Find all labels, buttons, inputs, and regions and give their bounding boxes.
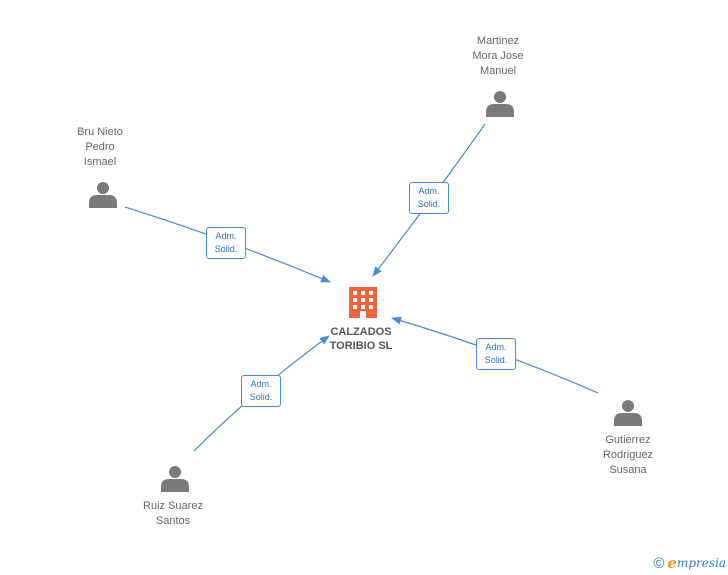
name-line: Rodriguez bbox=[602, 449, 654, 461]
brand-logo-text: mpresia bbox=[676, 556, 726, 570]
person-icon[interactable] bbox=[161, 466, 189, 492]
person-label-bru[interactable]: Bru Nieto Pedro Ismael bbox=[45, 125, 155, 170]
role-line: Adm. bbox=[215, 231, 237, 241]
company-name-line2: TORIBIO SL bbox=[329, 340, 393, 352]
role-badge-bru: Adm. Solid. bbox=[206, 227, 246, 259]
person-icon[interactable] bbox=[486, 91, 514, 117]
name-line: Ruiz Suarez bbox=[143, 500, 203, 512]
building-icon[interactable] bbox=[349, 287, 377, 318]
name-line: Susana bbox=[609, 464, 647, 476]
name-line: Ismael bbox=[83, 156, 117, 168]
person-icon[interactable] bbox=[89, 182, 117, 208]
person-label-gutierrez[interactable]: Gutierrez Rodriguez Susana bbox=[573, 433, 683, 478]
name-line: Santos bbox=[155, 515, 191, 527]
person-label-martinez[interactable]: Martinez Mora Jose Manuel bbox=[443, 34, 553, 79]
name-line: Gutierrez bbox=[605, 434, 651, 446]
role-line: Solid. bbox=[214, 244, 238, 254]
copyright-symbol: © bbox=[653, 554, 665, 572]
role-badge-gutierrez: Adm. Solid. bbox=[476, 338, 516, 370]
name-line: Martinez bbox=[476, 35, 520, 47]
role-line: Adm. bbox=[485, 342, 507, 352]
person-icon[interactable] bbox=[614, 400, 642, 426]
company-name-line1: CALZADOS bbox=[330, 326, 392, 338]
company-label[interactable]: CALZADOS TORIBIO SL bbox=[306, 325, 416, 353]
footer-brand[interactable]: © e mpresia bbox=[653, 554, 726, 572]
person-label-ruiz[interactable]: Ruiz Suarez Santos bbox=[118, 499, 228, 529]
name-line: Bru Nieto bbox=[77, 126, 123, 138]
role-line: Solid. bbox=[417, 199, 441, 209]
role-line: Solid. bbox=[249, 392, 273, 402]
role-line: Solid. bbox=[484, 355, 508, 365]
role-badge-martinez: Adm. Solid. bbox=[409, 182, 449, 214]
role-line: Adm. bbox=[250, 379, 272, 389]
role-badge-ruiz: Adm. Solid. bbox=[241, 375, 281, 407]
name-line: Mora Jose bbox=[472, 50, 524, 62]
role-line: Adm. bbox=[418, 186, 440, 196]
brand-logo-e: e bbox=[667, 554, 677, 572]
name-line: Manuel bbox=[479, 65, 517, 77]
name-line: Pedro bbox=[85, 141, 115, 153]
